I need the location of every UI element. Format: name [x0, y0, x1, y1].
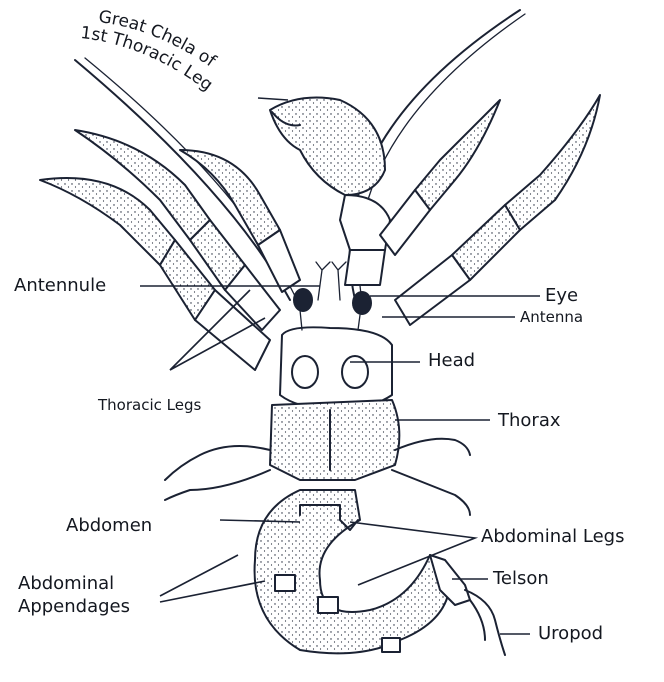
label-head: Head	[428, 352, 475, 370]
label-uropod: Uropod	[538, 625, 603, 643]
head-carapace	[280, 327, 392, 408]
label-thorax: Thorax	[498, 412, 561, 430]
label-abdominal-appendages-2: Appendages	[18, 598, 130, 616]
label-antennule: Antennule	[14, 277, 106, 295]
label-telson: Telson	[493, 570, 549, 588]
abdomen-body	[255, 490, 450, 653]
label-abdominal-appendages-1: Abdominal	[18, 575, 114, 593]
label-antenna: Antenna	[520, 310, 583, 325]
eyes	[293, 288, 372, 330]
label-abdomen: Abdomen	[66, 517, 152, 535]
antennules	[316, 262, 346, 300]
left-small-legs	[165, 446, 270, 500]
label-abdominal-legs: Abdominal Legs	[481, 528, 624, 546]
label-thoracic-legs: Thoracic Legs	[98, 398, 201, 413]
label-eye: Eye	[545, 287, 578, 305]
right-small-legs	[392, 439, 470, 515]
thorax-body	[270, 400, 399, 480]
